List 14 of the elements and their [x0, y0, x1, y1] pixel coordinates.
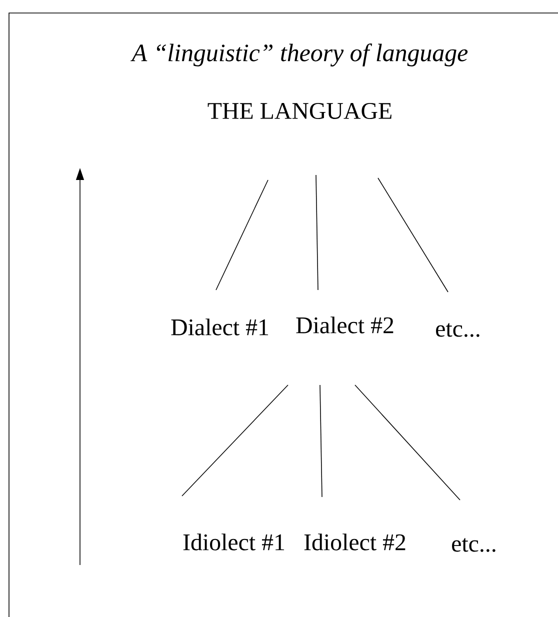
- node-label: THE LANGUAGE: [208, 102, 392, 120]
- connector-line: [316, 174, 318, 290]
- connector-line: [182, 384, 288, 496]
- connector-line: [378, 178, 448, 292]
- node-label: Idiolect #2: [304, 534, 406, 550]
- connector-line: [354, 384, 460, 500]
- node-label: etc...: [452, 538, 496, 552]
- connector-line: [320, 384, 322, 498]
- node-label: etc...: [436, 323, 480, 337]
- title: A “linguistic” theory of language: [130, 44, 468, 66]
- node-label: Dialect #2: [296, 316, 394, 334]
- node-label: Idiolect #1: [183, 534, 284, 550]
- connector-line: [216, 180, 268, 290]
- node-label: Dialect #1: [171, 318, 268, 336]
